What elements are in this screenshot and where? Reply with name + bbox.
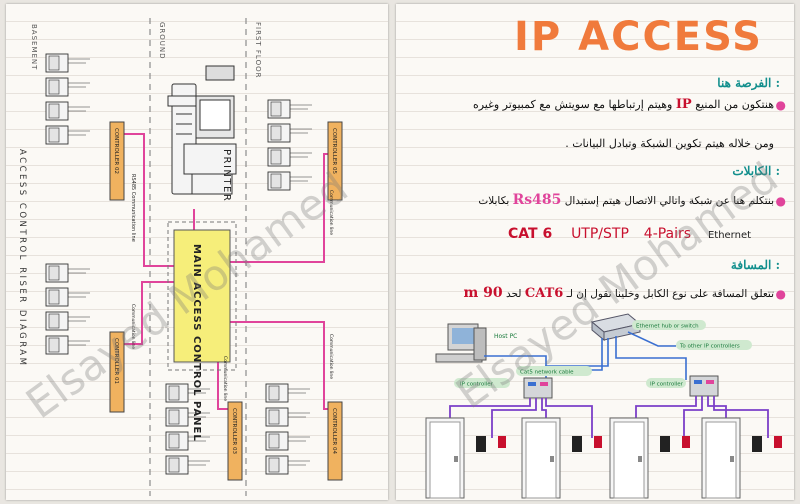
- switch-label: Ethernet hub or switch: [636, 324, 699, 330]
- door-icon: [45, 77, 90, 97]
- ip-door-icon: [521, 417, 602, 499]
- text-line-4b: لحد: [506, 288, 522, 300]
- riser-diagram: BASEMENT GROUND FIRST FLOOR ACCESS CONTR…: [17, 18, 343, 496]
- other-ip-label: To other IP controllers: [679, 344, 740, 350]
- door-icon: [165, 455, 210, 475]
- host-pc-icon: [435, 323, 487, 363]
- text-line-4: تتعلق المسافة على نوع الكابل وخلينا نقول…: [463, 285, 774, 301]
- switch-icon: [590, 313, 642, 342]
- utp-label: UTP/STP: [571, 226, 629, 242]
- door-icon: [45, 311, 90, 331]
- printer-label: PRINTER: [221, 149, 232, 202]
- bullet-2: ●: [775, 194, 786, 208]
- door-icon: [265, 383, 310, 403]
- door-groups: [45, 53, 312, 475]
- door-icon: [45, 335, 90, 355]
- door-icon: [267, 171, 312, 191]
- section-heading-cables: الكابلات :: [732, 164, 780, 178]
- text-line-3a: بنتكلم هنا عن شبكة واتالي الاتصال هيتم إ…: [564, 195, 774, 207]
- ip-controller-right: [689, 375, 719, 397]
- ip-doors: [425, 417, 782, 499]
- controller-04-label: CONTROLLER 04: [331, 408, 337, 454]
- rs485-word: Rs485: [512, 192, 562, 208]
- door-icon: [45, 101, 90, 121]
- ip-network-diagram: Host PC Ethernet hub or switch To other …: [425, 313, 782, 499]
- main-access-panel: [173, 229, 231, 363]
- cat5-label-bg: [516, 366, 592, 376]
- ip-door-icon: [701, 417, 782, 499]
- door-icon: [265, 407, 310, 427]
- text-line-4a: تتعلق المسافة على نوع الكابل وخلينا نقول…: [566, 288, 774, 300]
- main-panel-label: MAIN ACCESS CONTROL PANEL: [191, 244, 202, 442]
- comm-line-label-4: Communication line: [328, 334, 334, 379]
- bullet-1: ●: [775, 98, 786, 112]
- ip-access-page: IP ACCESS الفرصة هنا : ● هنتكون من المني…: [396, 4, 794, 500]
- panel-enclosure: [167, 221, 237, 371]
- controller-01-label: CONTROLLER 01: [113, 338, 119, 384]
- controller-04-box: [327, 401, 343, 481]
- controller-02-label: CONTROLLER 02: [113, 128, 119, 174]
- door-icon: [265, 455, 310, 475]
- door-wiring: [449, 396, 769, 438]
- text-line-3: بنتكلم هنا عن شبكة واتالي الاتصال هيتم إ…: [478, 192, 774, 208]
- controller-01-box: [109, 331, 125, 413]
- floor-label-basement: BASEMENT: [30, 24, 38, 70]
- ip-controller-label-bg-2: [646, 378, 686, 388]
- ip-access-title: IP ACCESS: [514, 14, 763, 60]
- door-icon: [45, 287, 90, 307]
- controller-03-box: [227, 401, 243, 481]
- cat5-label: Cat5 network cable: [520, 370, 574, 376]
- ip-word: IP: [675, 97, 692, 112]
- door-icon: [45, 125, 90, 145]
- door-icon: [165, 407, 210, 427]
- ip-door-icon: [425, 417, 506, 499]
- controller-02-box: [109, 121, 125, 201]
- cat6-word: CAT6: [524, 286, 564, 301]
- floor-label-ground: GROUND: [158, 22, 166, 60]
- diagram-title: ACCESS CONTROL RISER DIAGRAM: [17, 149, 27, 367]
- cable-specs: CAT 6 UTP/STP 4-Pairs Ethernet: [508, 226, 751, 242]
- comm-line-label-1: Communication line: [130, 304, 136, 349]
- cat6-label: CAT 6: [508, 226, 553, 242]
- ip-door-icon: [609, 417, 690, 499]
- host-pc-label: Host PC: [494, 333, 517, 340]
- door-icon: [265, 431, 310, 451]
- bullet-3: ●: [775, 287, 786, 301]
- rs485-line-label: RS485 Communication line: [130, 174, 136, 242]
- door-icon: [267, 123, 312, 143]
- pairs-label: 4-Pairs: [643, 226, 692, 242]
- ip-controller-label-bg-1: [454, 378, 510, 388]
- comm-line-label-2: Communication line: [222, 356, 228, 401]
- door-icon: [267, 147, 312, 167]
- section-heading-distance: المسافة :: [730, 258, 780, 272]
- other-ip-label-bg: [676, 340, 752, 350]
- text-line-1: هنتكون من المنيع IP وهيتم إرتباطها مع سو…: [473, 97, 774, 112]
- controller-05-box: [327, 121, 343, 201]
- door-icon: [165, 383, 210, 403]
- riser-diagram-page: BASEMENT GROUND FIRST FLOOR ACCESS CONTR…: [6, 4, 388, 500]
- door-icon: [267, 99, 312, 119]
- section-heading-here: الفرصة هنا :: [717, 76, 780, 90]
- comm-line-label-3: Communication line: [328, 190, 334, 235]
- switch-label-bg: [632, 320, 706, 330]
- text-line-1a: هنتكون من المنيع: [695, 98, 774, 111]
- floor-label-first: FIRST FLOOR: [254, 22, 262, 78]
- ethernet-label: Ethernet: [707, 230, 752, 241]
- ip-controller-left: [523, 377, 553, 399]
- text-line-2: ومن خلاله هيتم تكوين الشبكة وتبادل البيا…: [565, 137, 774, 150]
- controller-05-label: CONTROLLER 05: [331, 128, 337, 174]
- text-line-1b: وهيتم إرتباطها مع سويتش مع كمبيوتر وغيره: [472, 98, 673, 111]
- controller-03-label: CONTROLLER 03: [231, 408, 237, 454]
- ip-controller-label-1: IP controller: [460, 382, 494, 388]
- door-icon: [45, 53, 90, 73]
- text-line-3b: بكابلات: [478, 195, 510, 207]
- ip-controller-label-2: IP controller: [650, 382, 684, 388]
- door-icon: [165, 431, 210, 451]
- printer-icon: [167, 65, 237, 195]
- door-icon: [45, 263, 90, 283]
- distance-value: 90 m: [463, 285, 503, 301]
